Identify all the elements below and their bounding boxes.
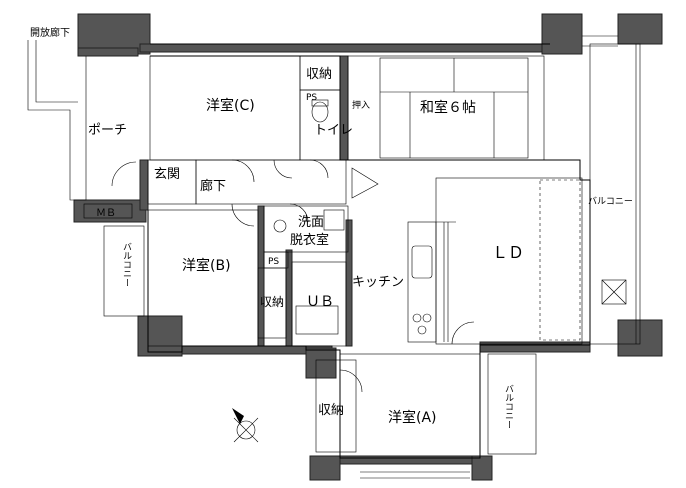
wall-block (77, 13, 151, 55)
door-swing (231, 203, 255, 227)
label-ub: ＵＢ (306, 294, 334, 310)
label-balcony-right: バルコニー (588, 196, 633, 207)
room-a-outline (339, 353, 481, 459)
balcony-bottom-outline (487, 353, 537, 455)
wall-block (617, 13, 663, 45)
washer-space (323, 209, 345, 231)
stove-burner (422, 313, 432, 323)
stove-burner (412, 313, 422, 323)
door-swing (339, 369, 363, 393)
label-genkan: 玄関 (154, 167, 180, 182)
label-storage-a: 収納 (318, 403, 344, 418)
corridor-rail (35, 40, 78, 103)
ld-dashed (539, 179, 581, 341)
ub-outline (291, 261, 347, 347)
door-swing (231, 159, 255, 183)
label-hallway: 廊下 (200, 178, 226, 194)
ps-mid-outline (263, 251, 289, 269)
wall-block (73, 199, 147, 223)
label-washroom-1: 洗面 (298, 215, 324, 230)
porch-outline (27, 40, 87, 201)
label-washitsu: 和室６帖 (420, 99, 476, 116)
hatch-x (601, 279, 627, 305)
door-swing (309, 159, 329, 179)
balcony-left-outline (103, 225, 145, 317)
label-balcony-left: バルコニー (121, 242, 132, 287)
stove-burner (417, 325, 427, 335)
wall-block (137, 315, 183, 357)
washitsu-outline (347, 55, 545, 161)
walls (73, 13, 663, 481)
label-ps-mid: PS (268, 257, 279, 267)
hallway-outline (195, 159, 347, 205)
storage-a-outline (315, 359, 357, 453)
label-balcony-bottom: バルコニー (503, 384, 514, 429)
wall-top (139, 43, 551, 53)
wall-interior (285, 249, 293, 347)
wash-basin (273, 219, 287, 233)
door-swing (289, 203, 309, 223)
label-toilet: トイレ (314, 123, 353, 138)
bathtub (295, 305, 339, 335)
label-kitchen: キッチン (352, 275, 404, 290)
label-ps-top: PS (306, 93, 317, 103)
label-storage-top: 収納 (306, 67, 332, 82)
room-outlines (27, 35, 641, 479)
door-swing (451, 321, 475, 345)
label-ld: ＬＤ (492, 243, 524, 262)
wall-block (309, 455, 341, 481)
wall-block (77, 47, 139, 57)
kitchen-sink (411, 245, 433, 279)
label-corridor-open: 開放廊下 (30, 26, 70, 39)
label-oshiire: 押入 (352, 99, 370, 111)
mb-box (83, 203, 133, 219)
ld-outline (435, 177, 583, 345)
hatch (601, 279, 627, 305)
wall-interior (257, 205, 265, 347)
wall-block (541, 13, 583, 55)
wall-block (479, 341, 591, 353)
label-room-c: 洋室(C) (206, 97, 255, 114)
wall-interior (139, 159, 149, 211)
door-swing (273, 159, 293, 179)
label-storage-b: 収納 (260, 295, 284, 309)
wall-bottom (335, 455, 487, 465)
kitchen-counter (407, 221, 437, 343)
label-room-b: 洋室(B) (182, 257, 231, 274)
label-washroom-2: 脱衣室 (290, 232, 329, 248)
labels: 開放廊下 ポーチ 洋室(C) 収納 PS トイレ 押入 和室６帖 玄関 廊下 Ｍ… (30, 26, 633, 429)
washroom-outline (263, 205, 349, 253)
label-porch: ポーチ (88, 123, 127, 138)
label-mb: ＭＢ (96, 208, 116, 219)
wall-block (305, 347, 337, 379)
label-room-a: 洋室(A) (388, 409, 437, 426)
door-swing (111, 161, 137, 187)
wall-interior (339, 55, 349, 161)
toilet-tank (311, 99, 329, 107)
toilet-fixture (311, 101, 329, 123)
balcony-right-outline (589, 43, 641, 345)
compass-icon (232, 408, 259, 443)
door-leaf (351, 167, 379, 199)
wall-block (471, 455, 493, 481)
